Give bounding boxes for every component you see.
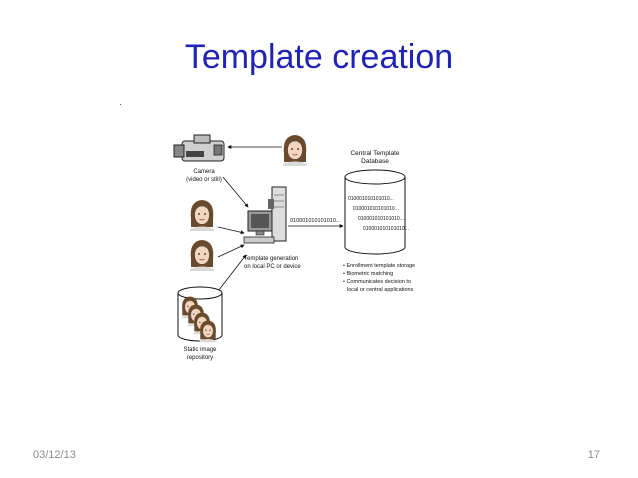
camera-label: Camera — [193, 169, 215, 175]
camera-icon — [173, 134, 225, 162]
database-subtitle: Database — [361, 158, 389, 165]
binary-line: 010001010101010... — [353, 206, 399, 212]
face-icon — [189, 239, 215, 272]
page-number: 17 — [587, 449, 600, 461]
binary-line: 010001010101010... — [348, 196, 394, 202]
template-creation-diagram: Camera (video or still) Template generat… — [173, 134, 415, 361]
face-icon — [189, 199, 215, 232]
image-repository-icon — [177, 286, 223, 343]
bullet-item: local or central applications — [347, 287, 414, 293]
binary-line: 010001010101010... — [358, 216, 404, 222]
pc-sublabel: on local PC or device — [244, 264, 301, 270]
transfer-bits: 010001010101010... — [290, 218, 341, 224]
stray-mark: . — [119, 97, 122, 108]
database-title: Central Template — [350, 150, 399, 157]
bullet-item: • Communicates decision to — [343, 279, 411, 285]
pc-label: Template generation — [244, 256, 298, 262]
slide-title: Template creation — [184, 38, 454, 76]
repository-label: Static image — [183, 347, 217, 353]
database-icon — [344, 169, 406, 255]
camera-sublabel: (video or still) — [186, 177, 222, 183]
computer-icon — [243, 186, 287, 244]
bullet-item: • Biometric matching — [343, 271, 393, 277]
repository-sublabel: repository — [187, 355, 213, 361]
binary-line: 010001010101010... — [363, 226, 409, 232]
bullet-item: • Enrollment template storage — [343, 263, 415, 269]
face-icon — [282, 134, 308, 167]
footer-date: 03/12/13 — [33, 449, 76, 461]
